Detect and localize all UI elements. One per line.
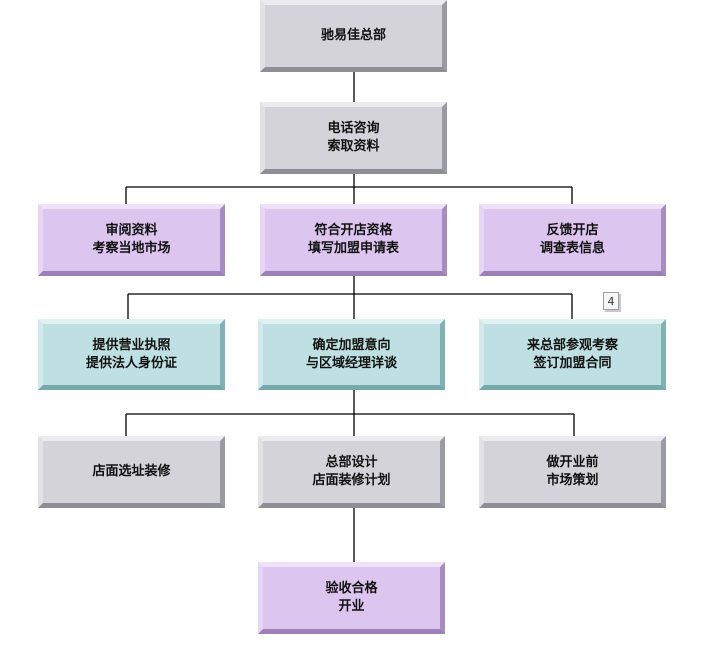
node-license-line-1: 提供营业执照: [92, 337, 171, 353]
node-hq: 驰易佳总部: [260, 0, 447, 72]
node-feedback: 反馈开店调查表信息: [479, 204, 666, 276]
node-visit-line-1: 来总部参观考察: [526, 337, 618, 353]
node-design: 总部设计店面装修计划: [258, 436, 445, 508]
node-open-line-2: 开业: [338, 599, 365, 614]
node-license: 提供营业执照提供法人身份证: [38, 319, 225, 390]
node-qualify: 符合开店资格填写加盟申请表: [260, 204, 447, 276]
node-design-line-1: 总部设计: [325, 455, 378, 470]
node-consult-line-2: 索取资料: [327, 139, 380, 154]
node-site: 店面选址装修: [38, 436, 225, 508]
node-confirm-line-2: 与区域经理详谈: [305, 355, 397, 371]
node-confirm: 确定加盟意向与区域经理详谈: [258, 319, 445, 390]
node-qualify-line-2: 填写加盟申请表: [307, 241, 399, 256]
node-site-line-1: 店面选址装修: [92, 464, 171, 479]
node-open-line-1: 验收合格: [325, 581, 378, 596]
node-review: 审阅资料考察当地市场: [38, 204, 225, 276]
node-consult-line-1: 电话咨询: [327, 121, 380, 136]
node-plan-line-2: 市场策划: [546, 473, 599, 488]
node-feedback-line-1: 反馈开店: [546, 223, 599, 238]
node-qualify-line-1: 符合开店资格: [314, 223, 393, 238]
node-visit: 来总部参观考察签订加盟合同: [479, 319, 666, 390]
node-plan-line-1: 做开业前: [546, 455, 599, 470]
node-confirm-line-1: 确定加盟意向: [312, 337, 391, 353]
node-plan: 做开业前市场策划: [479, 436, 666, 508]
page-badge: 4: [603, 292, 619, 310]
node-review-line-2: 考察当地市场: [92, 241, 171, 256]
node-hq-line-1: 驰易佳总部: [320, 28, 386, 43]
node-feedback-line-2: 调查表信息: [539, 241, 605, 256]
node-review-line-1: 审阅资料: [105, 223, 158, 238]
node-visit-line-2: 签订加盟合同: [533, 355, 612, 371]
node-consult: 电话咨询索取资料: [260, 102, 447, 174]
node-design-line-2: 店面装修计划: [312, 473, 391, 488]
node-license-line-2: 提供法人身份证: [85, 355, 177, 371]
node-open: 验收合格开业: [258, 562, 445, 634]
